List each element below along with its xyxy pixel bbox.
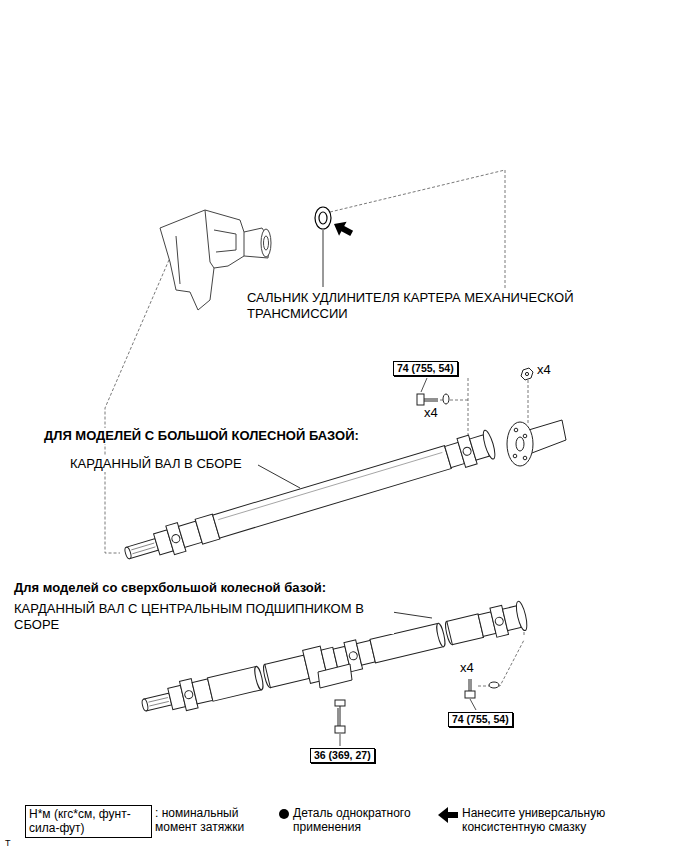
center-bearing-bracket (318, 664, 352, 746)
propeller-shaft-center-bearing (253, 666, 264, 691)
leader-line (392, 612, 432, 618)
propeller-shaft (462, 446, 472, 456)
propeller-shaft-center-bearing (141, 699, 149, 712)
bolt (424, 401, 438, 402)
legend-symbols (279, 809, 289, 819)
part-label: КАРДАННЫЙ ВАЛ В СБОРЕ (68, 456, 244, 472)
legend-symbols (438, 807, 458, 823)
torque-legend-box: Н*м (кгс*см, фунт-сила-фут) (25, 805, 152, 838)
propeller-shaft (171, 534, 181, 544)
companion-flange (514, 428, 518, 432)
propeller-shaft-center-bearing (494, 616, 504, 626)
propeller-shaft-center-bearing (184, 690, 194, 700)
bolt (469, 679, 470, 691)
dashed-guide (330, 170, 505, 300)
section-heading: Для моделей со сверхбольшой колесной баз… (12, 580, 328, 596)
transmission-housing (214, 230, 236, 252)
grease-arrow (330, 217, 355, 241)
transmission-housing (176, 236, 180, 284)
propeller-shaft-center-bearing (149, 701, 168, 706)
nut (521, 368, 533, 380)
dashed-guide (478, 640, 524, 686)
oil-seal (315, 207, 331, 287)
propeller-shaft-center-bearing (447, 614, 484, 645)
part-label: x4 (424, 405, 438, 421)
bolt (465, 691, 475, 698)
torque-box: 74 (755, 54) (448, 712, 513, 727)
companion-flange (516, 437, 524, 451)
torque-value: 36 (369, 27) (314, 749, 371, 761)
propeller-shaft (131, 543, 154, 550)
torque-box: 74 (755, 54) (393, 361, 458, 376)
transmission-housing (264, 236, 269, 250)
part-label: САЛЬНИК УДЛИНИТЕЛЯ КАРТЕРА МЕХАНИЧЕСКОЙ … (245, 290, 609, 323)
companion-flange (513, 454, 517, 458)
propeller-shaft-center-bearing (348, 651, 358, 661)
propeller-shaft (124, 547, 132, 560)
propeller-shaft-center-bearing (148, 698, 167, 703)
propeller-shaft (481, 429, 497, 460)
dashed-guide (528, 380, 529, 425)
leader-line (258, 465, 300, 488)
companion-flange (507, 420, 566, 466)
propeller-shaft-center-bearing (207, 666, 261, 701)
center-bearing-bracket (340, 706, 341, 726)
propeller-shaft (218, 452, 442, 519)
grease-arrow (330, 217, 355, 241)
bolt (465, 679, 499, 710)
companion-flange (507, 422, 533, 466)
center-bearing-bracket (340, 734, 341, 746)
part-label: x4 (537, 362, 551, 378)
part-label: T (5, 838, 11, 849)
propeller-shaft (213, 446, 452, 539)
bolt (489, 682, 499, 688)
companion-flange (523, 434, 527, 438)
torque-box: 36 (369, 27) (310, 748, 375, 763)
nut (525, 372, 528, 375)
companion-flange (523, 456, 527, 460)
center-bearing-bracket (335, 700, 345, 706)
bolt (421, 378, 427, 392)
part-label: КАРДАННЫЙ ВАЛ С ЦЕНТРАЛЬНЫМ ПОДШИПНИКОМ … (12, 601, 394, 634)
transmission-housing (244, 232, 245, 256)
legend-text: Деталь однократного применения (293, 806, 443, 835)
legend-text: Нанесите универсальную консистентную сма… (462, 806, 637, 835)
propeller-shaft (121, 429, 497, 568)
legend-text: : номинальный момент затяжки (155, 806, 273, 835)
propeller-shaft-center-bearing (514, 600, 529, 631)
part-label: x4 (460, 660, 474, 676)
bolt (424, 399, 438, 400)
center-bearing-bracket (318, 664, 352, 688)
bolt (471, 679, 472, 691)
propeller-shaft-center-bearing (265, 655, 309, 688)
center-bearing-bracket (338, 708, 339, 726)
oil-seal (319, 212, 327, 224)
torque-value: 74 (755, 54) (452, 713, 509, 725)
dashed-guide (105, 246, 175, 553)
section-heading: ДЛЯ МОДЕЛЕЙ С БОЛЬШОЙ КОЛЕСНОЙ БАЗОЙ: (42, 428, 361, 444)
bolt (417, 378, 449, 405)
bolt (470, 699, 476, 710)
oil-seal (323, 230, 324, 287)
transmission-housing (205, 210, 214, 268)
bolt (443, 394, 449, 404)
dashed-guide (468, 378, 469, 438)
nut (521, 368, 533, 380)
oil-seal (315, 207, 331, 229)
propeller-shaft (132, 547, 155, 554)
torque-value: 74 (755, 54) (397, 362, 454, 374)
propeller-shaft-center-bearing (435, 623, 446, 648)
bolt (417, 394, 424, 405)
transmission-housing (261, 229, 271, 257)
center-bearing-bracket (335, 726, 345, 733)
